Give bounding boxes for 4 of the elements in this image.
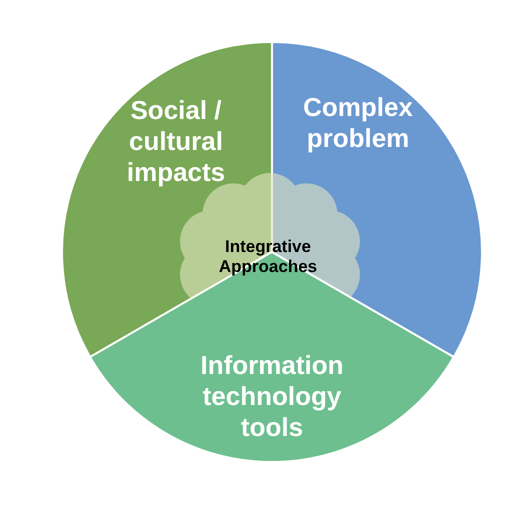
cloud-label: Integrative Approaches bbox=[218, 237, 318, 277]
sector-label: Complex problem bbox=[302, 92, 414, 154]
sector-label: Information technology tools bbox=[199, 350, 344, 443]
sector-label: Social / cultural impacts bbox=[126, 95, 226, 188]
